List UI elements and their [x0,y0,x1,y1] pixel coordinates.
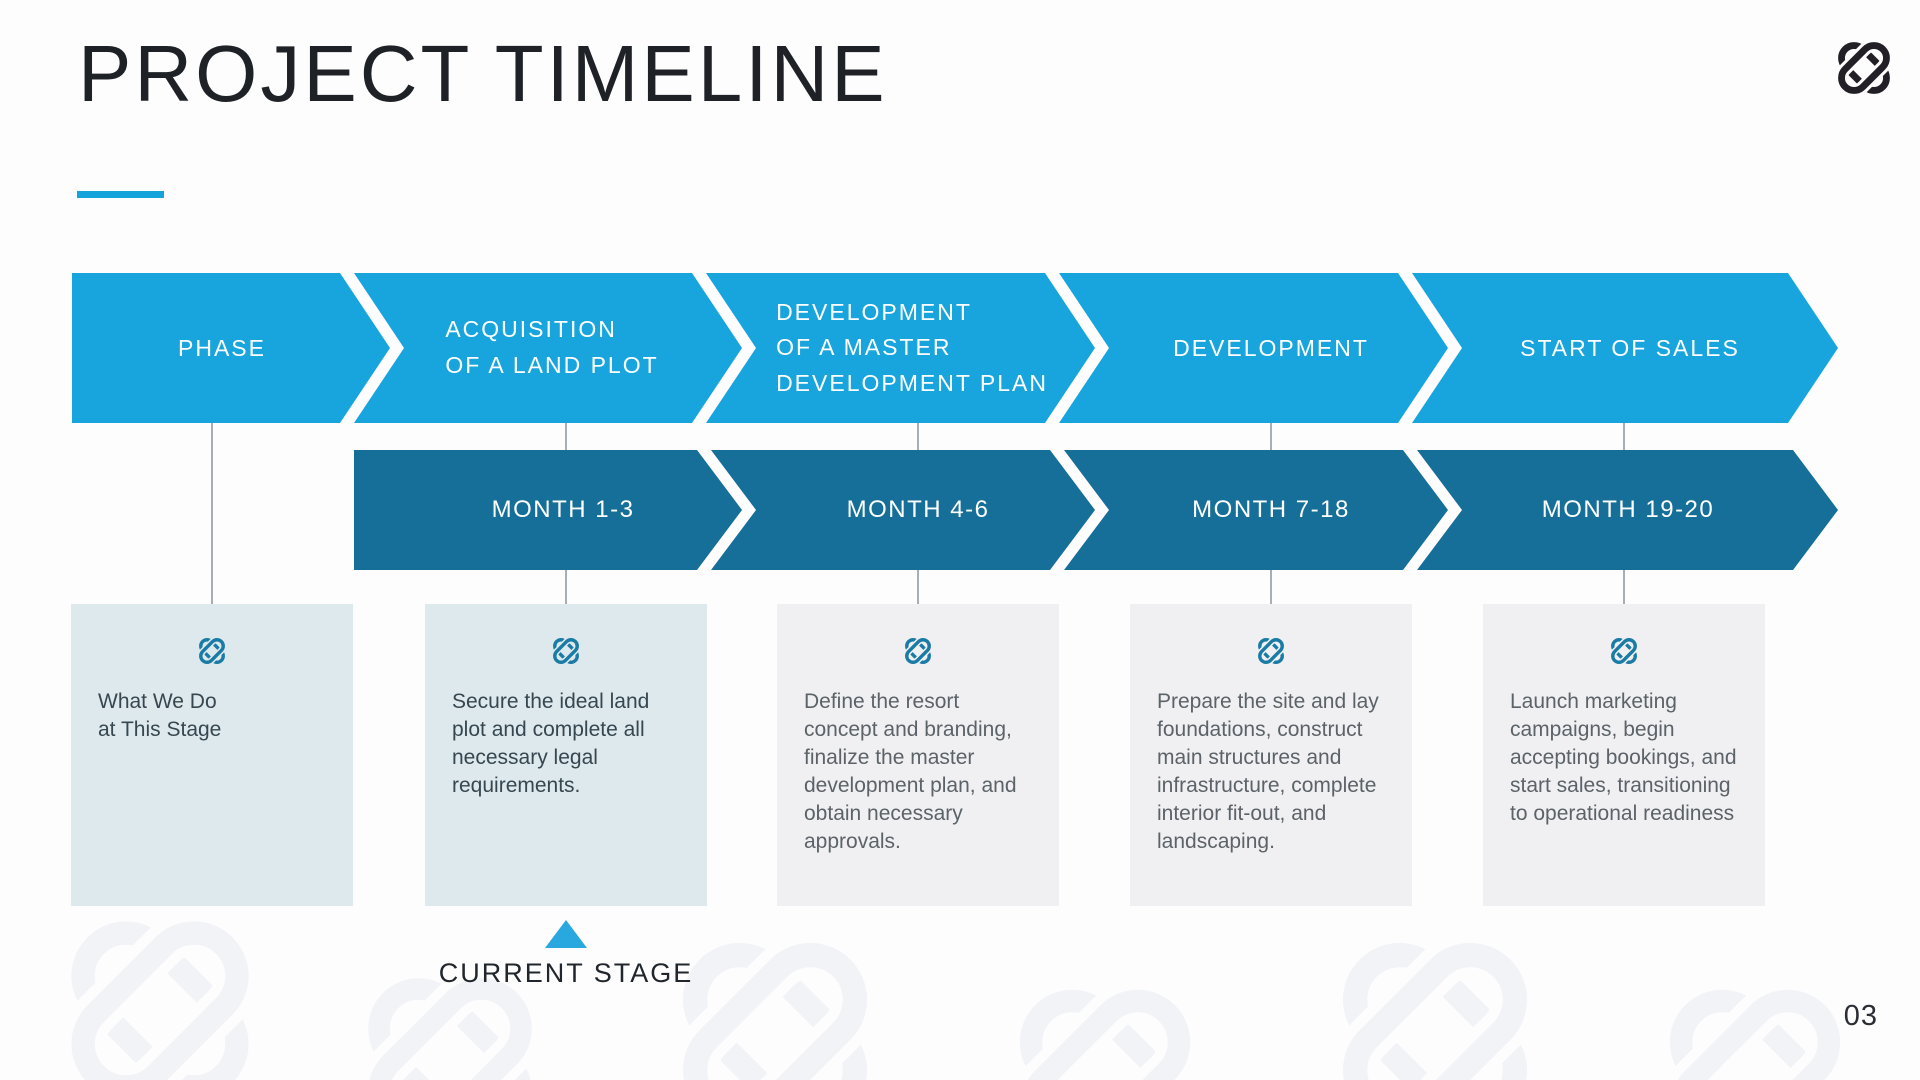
phase-chevron-band: PHASE ACQUISITION OF A LAND PLOT DEVELOP… [0,273,1920,423]
background-knot-pattern-icon [640,900,910,1080]
knot-icon [1605,632,1643,670]
connector-line [917,570,919,604]
chevron-segment [72,273,390,423]
background-knot-pattern-icon [1300,900,1570,1080]
month-segment-label: MONTH 19-20 [1541,496,1715,523]
background-knot-pattern-icon [30,880,290,1080]
chevron-segment [1064,450,1448,570]
stage-card: Define the resort concept and branding, … [777,604,1059,906]
stage-card: Launch marketing campaigns, begin accept… [1483,604,1765,906]
month-segment-label: MONTH 1-3 [491,496,635,523]
month-band-shape [354,450,1838,570]
phase-segment-label: ACQUISITION OF A LAND PLOT [445,316,659,378]
phase-segment-label: DEVELOPMENT OF A MASTER DEVELOPMENT PLAN [776,298,1048,396]
company-logo-knot-icon [1826,30,1902,106]
background-knot-pattern-icon [980,950,1230,1080]
connector-line [1623,423,1625,450]
phase-segment-label: PHASE [178,334,266,361]
stage-card-text: What We Do at This Stage [98,690,222,741]
stage-card-text: Prepare the site and lay foundations, co… [1157,690,1379,853]
chevron-segment [1059,273,1448,423]
stage-card: Prepare the site and lay foundations, co… [1130,604,1412,906]
phase-segment-label: START OF SALES [1520,334,1740,361]
stage-card: What We Do at This Stage [71,604,353,906]
current-stage-label: CURRENT STAGE [438,958,694,988]
chevron-segment [711,450,1095,570]
month-segment-label: MONTH 7-18 [1192,496,1350,523]
background-knot-pattern-icon [1630,950,1880,1080]
stage-card-text: Launch marketing campaigns, begin accept… [1510,690,1737,825]
chevron-segment [354,450,742,570]
stage-card: Secure the ideal land plot and complete … [425,604,707,906]
connector-line [1623,570,1625,604]
knot-icon [1252,632,1290,670]
knot-icon [899,632,937,670]
knot-icon [547,632,585,670]
phase-segment-label: DEVELOPMENT [1173,334,1369,361]
month-chevron-band: MONTH 1-3 MONTH 4-6 MONTH 7-18 MONTH 19-… [0,450,1920,570]
connector-line [1270,423,1272,450]
page-number: 03 [1843,1000,1878,1032]
chevron-segment [706,273,1095,423]
stage-card-text: Define the resort concept and branding, … [804,690,1017,853]
chevron-segment [1417,450,1838,570]
connector-line [565,570,567,604]
knot-icon [193,632,231,670]
page-title: PROJECT TIMELINE [78,29,888,118]
stage-card-text: Secure the ideal land plot and complete … [452,690,650,797]
connector-line [565,423,567,450]
connector-line [211,423,213,604]
connector-line [917,423,919,450]
phase-band-shape [72,273,1838,423]
chevron-segment [354,273,742,423]
connector-line [1270,570,1272,604]
current-stage-triangle-icon [545,920,587,948]
title-accent-bar [77,191,164,198]
chevron-segment [1412,273,1838,423]
month-segment-label: MONTH 4-6 [846,496,990,523]
